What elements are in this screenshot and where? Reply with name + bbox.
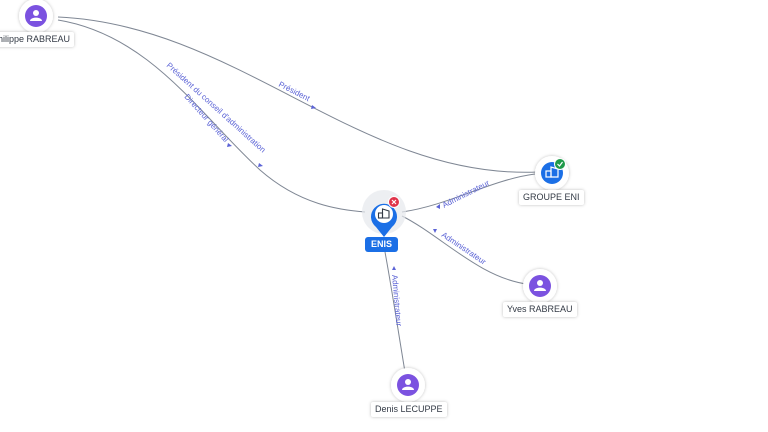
arrow-icon bbox=[436, 204, 440, 209]
arrow-icon bbox=[227, 143, 232, 147]
edge-label-administrateur-groupe: Administrateur bbox=[441, 178, 491, 210]
node-label-philippe[interactable]: Philippe RABREAU bbox=[0, 32, 75, 47]
arrow-icon bbox=[433, 229, 437, 233]
edge-label-president-ca: Président du conseil d'administration bbox=[165, 61, 268, 155]
node-groupe-eni[interactable] bbox=[535, 156, 569, 190]
user-icon bbox=[30, 10, 42, 21]
arrow-icon bbox=[258, 163, 263, 167]
node-enis[interactable] bbox=[362, 190, 406, 237]
node-denis[interactable] bbox=[391, 368, 425, 402]
node-label-enis[interactable]: ENIS bbox=[365, 237, 399, 252]
check-badge-icon bbox=[554, 158, 566, 170]
edge-philippe-groupe[interactable] bbox=[57, 16, 539, 173]
node-philippe[interactable] bbox=[19, 0, 53, 33]
edge-philippe-enis[interactable] bbox=[57, 19, 366, 213]
edge-denis-enis[interactable] bbox=[384, 251, 406, 373]
building-icon bbox=[377, 208, 390, 219]
node-label-groupe-eni[interactable]: GROUPE ENI bbox=[519, 190, 584, 205]
edge-label-administrateur-yves: Administrateur bbox=[440, 230, 488, 266]
node-yves[interactable] bbox=[523, 269, 557, 303]
node-label-denis[interactable]: Denis LECUPPE bbox=[371, 402, 447, 417]
edge-yves-enis[interactable] bbox=[401, 215, 528, 285]
user-icon bbox=[402, 379, 414, 390]
node-label-yves[interactable]: Yves RABREAU bbox=[503, 302, 577, 317]
arrow-icon bbox=[392, 266, 396, 270]
arrow-icon bbox=[311, 105, 316, 109]
user-icon bbox=[534, 280, 546, 291]
edge-groupe-enis[interactable] bbox=[401, 173, 536, 213]
edge-label-administrateur-denis: Administrateur bbox=[390, 274, 403, 326]
